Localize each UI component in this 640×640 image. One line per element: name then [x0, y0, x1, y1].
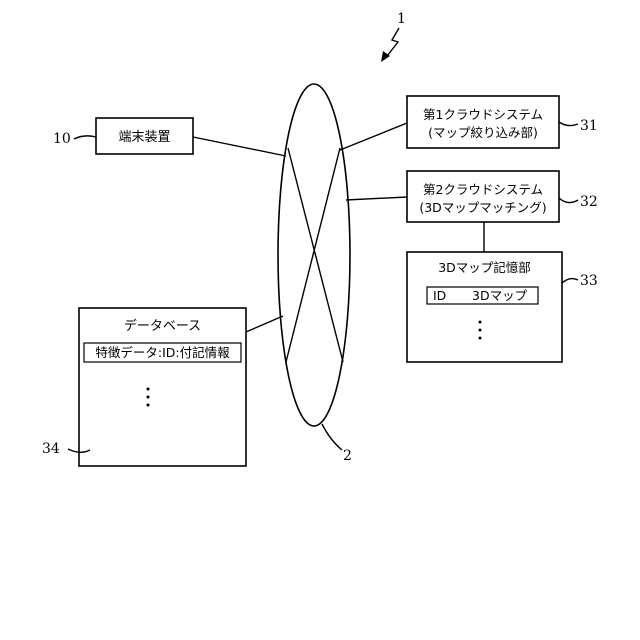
- cloud-system-2: 第2クラウドシステム (3Dマップマッチング) 32: [407, 171, 598, 222]
- cloud2-ref-number: 32: [580, 194, 598, 210]
- database-record-label: 特徴データ:ID:付記情報: [95, 345, 230, 360]
- system-reference: 1: [381, 11, 406, 62]
- storage-ref-number: 33: [580, 273, 598, 289]
- storage-title: 3Dマップ記憶部: [438, 260, 531, 275]
- database-ref-number: 34: [42, 441, 60, 457]
- terminal-leader: [74, 136, 96, 139]
- storage-col-id: ID: [433, 288, 446, 303]
- cloud2-title: 第2クラウドシステム: [423, 182, 543, 197]
- map-storage: 3Dマップ記憶部 ID 3Dマップ 33: [407, 252, 598, 362]
- cloud2-leader: [559, 198, 578, 203]
- cloud1-ref-number: 31: [580, 118, 598, 134]
- network-ref-number: 2: [343, 448, 352, 464]
- database: データベース 特徴データ:ID:付記情報 34: [42, 308, 246, 466]
- network-leader: [322, 424, 342, 450]
- storage-col-map: 3Dマップ: [472, 288, 528, 303]
- network-ellipse: [278, 84, 350, 426]
- cloud2-network-link: [346, 197, 407, 200]
- network: 2: [278, 84, 352, 464]
- network-cross-line-b: [286, 148, 340, 362]
- storage-leader: [562, 279, 578, 283]
- cloud1-network-link: [340, 123, 407, 150]
- cloud1-leader: [559, 122, 578, 126]
- terminal-network-link: [193, 137, 286, 156]
- cloud1-box: [407, 96, 559, 148]
- cloud-system-1: 第1クラウドシステム (マップ絞り込み部) 31: [407, 96, 598, 148]
- terminal-ref-number: 10: [53, 131, 71, 147]
- terminal-label: 端末装置: [118, 130, 170, 145]
- system-ref-arrow-shaft: [387, 28, 399, 56]
- database-title: データベース: [124, 318, 201, 334]
- database-network-link: [246, 316, 283, 332]
- network-cross-line-a: [288, 148, 343, 362]
- system-ref-number: 1: [397, 11, 406, 27]
- cloud1-subtitle: (マップ絞り込み部): [428, 125, 538, 140]
- cloud2-subtitle: (3Dマップマッチング): [419, 200, 546, 215]
- cloud1-title: 第1クラウドシステム: [423, 107, 543, 122]
- system-ref-arrowhead: [381, 51, 390, 62]
- terminal-device: 端末装置 10: [53, 118, 193, 154]
